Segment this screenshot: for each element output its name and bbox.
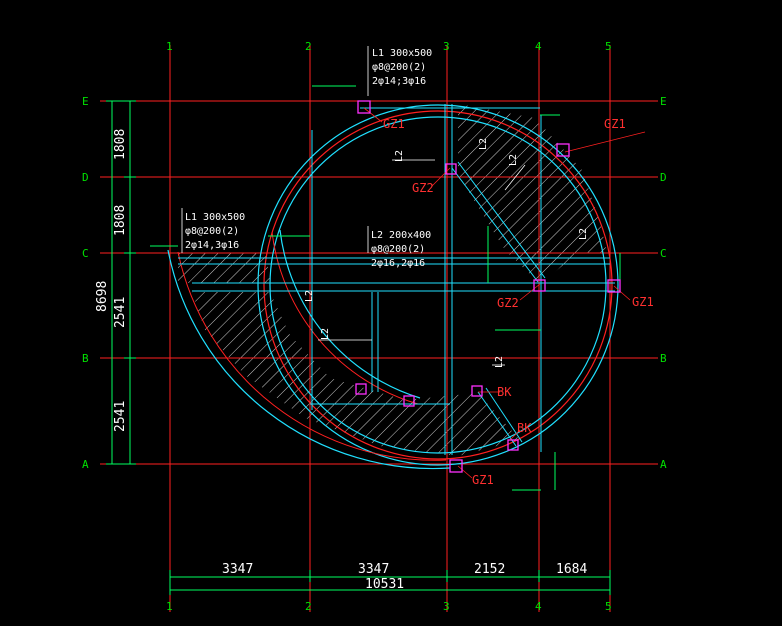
grid-label-A-left: A	[82, 458, 89, 471]
beam-lines	[178, 104, 615, 455]
beam-tag-l2-2: L2	[478, 138, 489, 150]
grid-label-D-left: D	[82, 171, 89, 184]
grid-label-2-top: 2	[305, 40, 312, 53]
grid-label-A-right: A	[660, 458, 667, 471]
beam-diag-upper-a	[451, 167, 539, 283]
beam-label-l1-left-stirrup: φ8@200(2)	[185, 226, 239, 237]
wall-outlines	[167, 104, 619, 470]
beam-tag-l2-1: L2	[394, 150, 405, 162]
column-gz2-mid	[533, 279, 546, 292]
dim-left-total: 8698	[95, 281, 110, 312]
beam-diag-lower-a	[477, 391, 517, 447]
column-bk-2	[507, 439, 519, 451]
dim-bottom-total: 10531	[365, 577, 404, 592]
beam-diag-upper-b	[457, 161, 546, 279]
hatched-slab-regions	[178, 104, 607, 456]
column-gz2-top	[445, 163, 457, 175]
grid-label-D-right: D	[660, 171, 667, 184]
outer-tail-arc-red	[177, 251, 447, 461]
leader-bk-2	[509, 429, 521, 441]
grid-label-1-bottom: 1	[166, 600, 173, 613]
grid-label-C-right: C	[660, 247, 667, 260]
column-label-gz1-right: GZ1	[604, 117, 626, 131]
grid-label-3-top: 3	[443, 40, 450, 53]
grid-labels: 1 2 3 4 5 1 2 3 4 5 E D C B A E D C B A	[82, 40, 667, 613]
beam-diag-lower-b	[485, 387, 523, 443]
leader-gz2-top	[431, 167, 451, 187]
beam-label-l1-top-stirrup: φ8@200(2)	[372, 62, 426, 73]
dim-left-3: 2541	[113, 297, 128, 328]
dimension-lines	[106, 85, 621, 595]
inner-wall-cyan	[269, 116, 607, 454]
dimension-texts: 3347 3347 2152 1684 10531 1808 1808 2541…	[95, 129, 587, 592]
leader-l2-b	[504, 164, 526, 191]
outer-tail-arc-cyan	[167, 249, 451, 470]
grid-label-E-right: E	[660, 95, 667, 108]
grid-label-5-bottom: 5	[605, 600, 612, 613]
dim-bottom-4: 1684	[556, 562, 587, 577]
beam-label-l1-left-bars: 2φ14,3φ16	[185, 240, 239, 251]
column-gz1-mid	[607, 279, 621, 293]
column-bk-1	[471, 385, 483, 397]
grid-label-4-top: 4	[535, 40, 542, 53]
beam-label-l1-top-bars: 2φ14;3φ16	[372, 76, 426, 87]
column-label-bk-2: BK	[517, 421, 532, 435]
beam-label-l2-mid-stirrup: φ8@200(2)	[371, 244, 425, 255]
hatch-region-lower-left	[192, 292, 520, 456]
column-label-bk-1: BK	[497, 385, 512, 399]
column-annotations: GZ1 GZ1 GZ1 GZ1 GZ2 GZ2 BK BK	[383, 117, 654, 487]
column-gz1-top	[357, 100, 371, 114]
hatch-region-top-right	[458, 104, 607, 284]
grid-label-5-top: 5	[605, 40, 612, 53]
hatch-region-left-band	[178, 253, 270, 283]
leader-gz1-mid	[613, 285, 631, 301]
beam-tag-l2-5: L2	[304, 290, 315, 302]
dim-left-2: 1808	[113, 205, 128, 236]
leader-gz1-right	[564, 131, 646, 153]
column-gz2-lower-b	[403, 395, 415, 407]
inner-arc-cyan	[279, 229, 421, 399]
grid-label-E-left: E	[82, 95, 89, 108]
column-gz1-bottom	[449, 459, 463, 473]
beam-tag-l2-4: L2	[578, 228, 589, 240]
leader-lines	[181, 46, 526, 366]
beam-label-l2-mid-bars: 2φ16,2φ16	[371, 258, 425, 269]
leader-gz1-top	[363, 107, 383, 123]
beam-label-l1-top-name: L1 300x500	[372, 48, 432, 59]
dim-left-1: 1808	[113, 129, 128, 160]
dim-bottom-3: 2152	[474, 562, 505, 577]
column-label-gz2-mid: GZ2	[497, 296, 519, 310]
column-label-gz1-top: GZ1	[383, 117, 405, 131]
grid-lines	[100, 45, 658, 612]
column-label-gz2-top: GZ2	[412, 181, 434, 195]
beam-tag-l2-3: L2	[508, 154, 519, 166]
grid-label-C-left: C	[82, 247, 89, 260]
dim-bottom-1: 3347	[222, 562, 253, 577]
dim-left-4: 2541	[113, 401, 128, 432]
columns	[355, 100, 621, 473]
beam-tag-l2-7: L2	[494, 356, 505, 368]
dim-bottom-2: 3347	[358, 562, 389, 577]
outer-wall-red	[263, 110, 613, 460]
grid-label-B-right: B	[660, 352, 667, 365]
column-gz2-lower-a	[355, 383, 367, 395]
beam-label-l2-mid-name: L2 200x400	[371, 230, 431, 241]
outer-wall-cyan	[257, 104, 619, 466]
column-label-gz1-bottom: GZ1	[472, 473, 494, 487]
grid-label-2-bottom: 2	[305, 600, 312, 613]
beam-label-l1-left-name: L1 300x500	[185, 212, 245, 223]
leader-gz2-mid	[519, 283, 541, 301]
grid-label-1-top: 1	[166, 40, 173, 53]
column-label-gz1-mid: GZ1	[632, 295, 654, 309]
grid-label-4-bottom: 4	[535, 600, 542, 613]
column-gz1-right	[556, 143, 570, 157]
grid-label-3-bottom: 3	[443, 600, 450, 613]
beam-tag-l2-6: L2	[320, 328, 331, 340]
grid-label-B-left: B	[82, 352, 89, 365]
beam-annotations: L1 300x500 φ8@200(2) 2φ14;3φ16 L1 300x50…	[185, 48, 589, 368]
leader-gz1-bottom	[457, 465, 473, 479]
